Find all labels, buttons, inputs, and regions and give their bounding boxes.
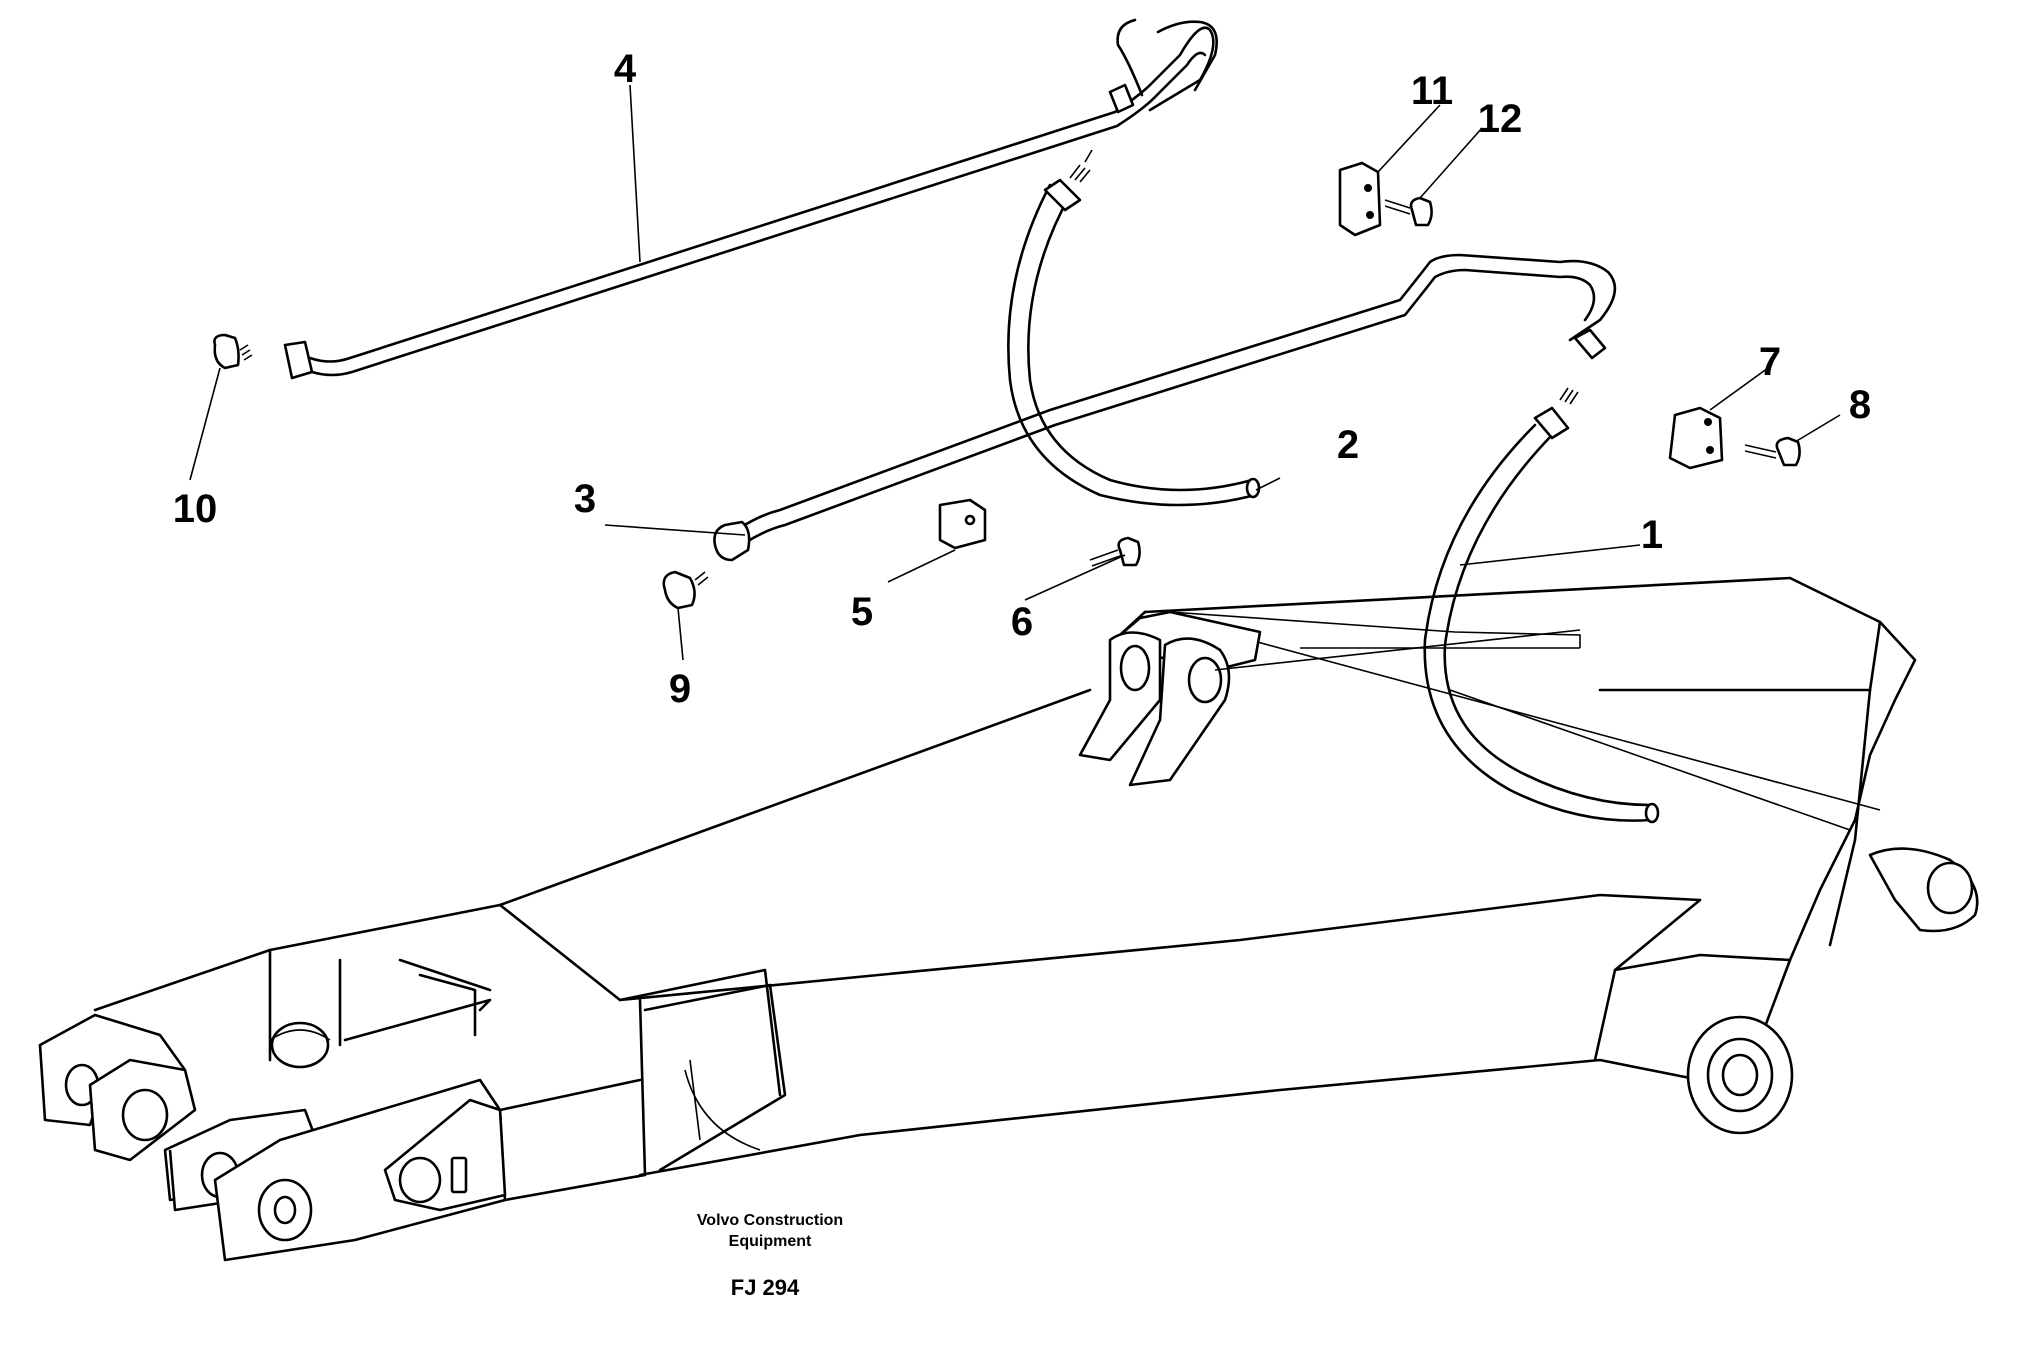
callout-11: 11 xyxy=(1411,69,1453,113)
callout-6: 6 xyxy=(1011,600,1033,644)
bolt-6 xyxy=(1089,536,1141,567)
hose-2 xyxy=(1007,149,1261,507)
hose-1 xyxy=(1423,387,1660,824)
clamp-7 xyxy=(1668,406,1724,470)
callout-5: 5 xyxy=(851,590,873,634)
clamp-11 xyxy=(1338,161,1382,237)
bolt-8 xyxy=(1744,436,1801,467)
callout-10: 10 xyxy=(173,487,218,531)
plug-10 xyxy=(213,333,253,370)
callout-2: 2 xyxy=(1337,423,1359,467)
excavator-boom xyxy=(38,576,1979,1262)
callout-3: 3 xyxy=(574,477,596,521)
caption-brand-line2: Equipment xyxy=(729,1233,812,1250)
bolt-12 xyxy=(1384,196,1433,227)
plug-9 xyxy=(662,570,709,610)
callout-7: 7 xyxy=(1759,340,1781,384)
caption-brand-line1: Volvo Construction xyxy=(697,1212,843,1229)
pipe-3 xyxy=(713,253,1617,562)
callout-12: 12 xyxy=(1478,97,1523,141)
pipe-4 xyxy=(283,18,1218,380)
clamp-5 xyxy=(938,498,987,550)
callout-4: 4 xyxy=(614,47,637,91)
leader-lines xyxy=(189,84,1841,661)
callout-1: 1 xyxy=(1641,513,1663,557)
callout-8: 8 xyxy=(1849,383,1871,427)
callout-9: 9 xyxy=(669,667,691,711)
figure-code: FJ 294 xyxy=(731,1275,800,1300)
